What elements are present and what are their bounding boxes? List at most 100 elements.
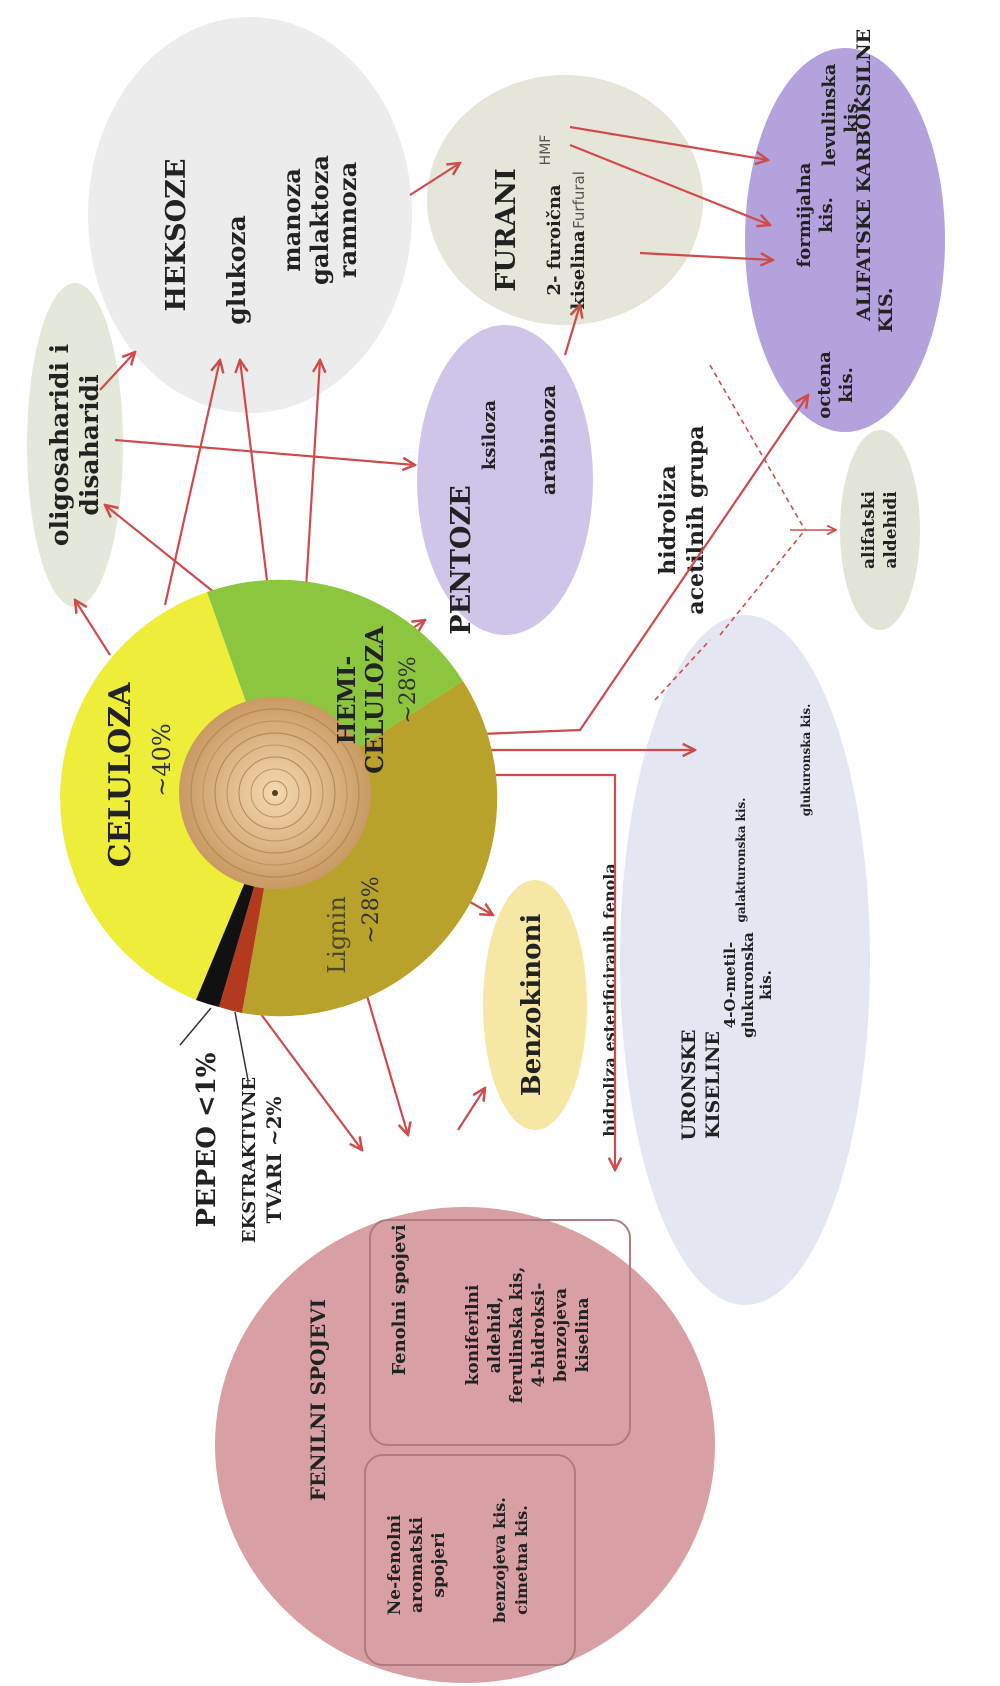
ash-and-extractives-labels: PEPEO <1% EKSTRAKTIVNE TVARI ~2% <box>179 1007 286 1243</box>
glucuronic-acid-label: glukuronska kis. <box>799 704 813 817</box>
phenolic-item-1: koniferilni <box>463 1284 483 1385</box>
phenyl-compounds-bubble: FENILNI SPOJEVI Fenolni spojevi koniferi… <box>215 1207 715 1683</box>
hexoses-title: HEKSOZE <box>161 159 192 312</box>
wood-composition-disc: CELULOZA ~40% HEMI- CELULOZA ~28% Lignin… <box>60 579 498 1017</box>
dashed-line-uronic-to-aldehydes <box>719 529 806 636</box>
phenolic-title: Fenolni spojevi <box>389 1224 410 1376</box>
phenolic-item-4: 4-hidroksi- <box>529 1283 549 1388</box>
acetic-acid-label-1: octena <box>814 351 835 419</box>
uronic-acids-title-2: KISELINE <box>702 1031 724 1139</box>
aliphatic-aldehydes-ellipse <box>840 430 920 630</box>
uronic-acids-title-1: URONSKE <box>678 1030 700 1141</box>
pentoses-bubble: PENTOZE ksiloza arabinoza <box>417 325 593 635</box>
oligosaccharides-label-1: oligosaharidi i <box>45 344 74 546</box>
uronic-acids-ellipse <box>620 615 870 1305</box>
non-phenolic-title-2: aromatski <box>407 1516 427 1613</box>
aliphatic-acids-title-1: ALIFATSKE KARBOKSILNE <box>853 29 875 322</box>
benzoquinones-label: Benzokinoni <box>517 914 547 1097</box>
dashed-links <box>654 364 836 701</box>
acetyl-hydrolysis-line-1: hidroliza <box>655 465 681 574</box>
hemicellulose-label-2: CELULOZA <box>360 626 389 774</box>
arrow-hemicellulose-to-hexoses <box>303 360 320 606</box>
cellulose-percent: ~40% <box>148 723 176 796</box>
acetyl-hydrolysis-line-2: acetilnih grupa <box>683 425 709 614</box>
levulinic-acid-label-1: levulinska <box>819 63 840 166</box>
arrow-hmf-to-levulinic <box>569 125 768 160</box>
phenolic-box <box>369 1219 631 1446</box>
hexoses-bubble: HEKSOZE glukoza manoza galaktoza ramnoza <box>88 17 412 413</box>
lignin-slice <box>242 681 498 1017</box>
hmf-label: HMF <box>538 135 554 166</box>
non-phenolic-item-1: benzojeva kis. <box>490 1497 509 1623</box>
levulinic-acid-label-2: kis. <box>841 97 862 133</box>
mannose-label: manoza <box>277 168 306 272</box>
aliphatic-acids-title-2: KIS. <box>875 287 897 332</box>
non-phenolic-box <box>364 1454 576 1666</box>
benzoquinones-ellipse <box>483 880 587 1130</box>
dashed-line-acetic-to-aldehydes <box>709 364 806 531</box>
formic-acid-label-1: formijalna <box>794 162 815 267</box>
arrow-hemicellulose-to-glucose <box>240 360 272 606</box>
extractives-label-2: TVARI ~2% <box>262 1097 286 1224</box>
oligosaccharides-label-2: disaharidi <box>75 374 104 515</box>
non-phenolic-title-1: Ne-fenolni <box>385 1514 405 1615</box>
phenolic-item-3: ferulinska kis, <box>507 1267 527 1404</box>
phenol-ester-hydrolysis-label: hidroliza esterificiranih fenola <box>600 863 619 1136</box>
pentoses-title: PENTOZE <box>446 485 477 634</box>
pentoses-ellipse <box>417 325 593 635</box>
aliphatic-aldehydes-bubble: alifatski aldehidi <box>840 430 920 630</box>
wood-cross-section <box>179 697 371 889</box>
hemicellulose-label-1: HEMI- <box>332 656 361 745</box>
non-phenolic-title-3: spojeri <box>429 1532 449 1598</box>
formic-acid-label-2: kis. <box>816 197 837 233</box>
arrow-phenyl-to-benzoquinones <box>457 1088 485 1131</box>
xylose-label: ksiloza <box>479 400 500 471</box>
arrow-pentoses-to-furans <box>563 305 580 356</box>
ash-leader-line <box>179 1007 212 1046</box>
lignin-percent: ~28% <box>359 876 384 943</box>
furfural-label: Furfural <box>570 171 588 229</box>
arrow-oligosaccharides-to-hexoses <box>99 352 135 391</box>
arrow-hmf-to-formic <box>569 143 770 225</box>
phenyl-compounds-title: FENILNI SPOJEVI <box>306 1299 330 1501</box>
glucose-label: glukoza <box>222 215 251 325</box>
arrow-cellulose-to-oligosaccharides <box>75 600 111 656</box>
cellulose-slice <box>60 592 281 1000</box>
arabinose-label: arabinoza <box>536 385 560 495</box>
aliphatic-acids-ellipse <box>745 48 945 432</box>
aliphatic-aldehydes-label-1: alifatski <box>859 490 879 568</box>
acetyl-hydrolysis-label: hidroliza acetilnih grupa <box>655 425 709 614</box>
uronic-acids-bubble: glukuronska kis. galakturonska kis. 4-O-… <box>620 615 870 1305</box>
oligosaccharides-bubble: oligosaharidi i disaharidi <box>27 283 123 607</box>
rhamnose-label: ramnoza <box>333 162 362 278</box>
arrows <box>75 125 808 1170</box>
methylglucuronic-acid-label-1: 4-O-metil- <box>721 942 739 1028</box>
aliphatic-aldehydes-label-2: aldehidi <box>881 491 901 569</box>
hemicellulose-percent: ~28% <box>396 656 421 723</box>
arrow-oligosaccharides-to-pentoses <box>114 438 415 465</box>
galacturonic-acid-label: galakturonska kis. <box>734 798 748 923</box>
arrow-hemicellulose-to-phenyl <box>460 773 615 1170</box>
cellulose-label: CELULOZA <box>103 682 138 867</box>
non-phenolic-item-2: cimetna kis. <box>512 1505 531 1615</box>
dashed-line-uronic <box>654 639 711 701</box>
arrow-hexoses-to-furans <box>409 163 460 196</box>
methylglucuronic-acid-label-3: kis. <box>757 970 775 1000</box>
phenolic-item-5: benzojeva <box>551 1288 571 1382</box>
extractives-label-1: EKSTRAKTIVNE <box>239 1077 260 1243</box>
aliphatic-acids-bubble: formijalna kis. levulinska kis. ALIFATSK… <box>745 29 945 432</box>
arrow-cellulose-to-glucose <box>163 360 220 606</box>
phenol-ester-hydrolysis-text: hidroliza esterificiranih fenola <box>600 863 619 1136</box>
arrow-furfural-to-formic <box>639 251 773 260</box>
oligosaccharides-ellipse <box>27 283 123 607</box>
arrow-hemicellulose-to-acetic <box>454 395 808 737</box>
methylglucuronic-acid-label-2: glukuronska <box>739 932 757 1038</box>
furans-ellipse <box>427 75 703 325</box>
ash-label: PEPEO <1% <box>192 1052 222 1227</box>
arrow-extractives-to-phenyl <box>242 989 362 1150</box>
phenolic-item-2: aldehid, <box>485 1297 505 1374</box>
lignin-label: Lignin <box>323 896 351 974</box>
galactose-label: galaktoza <box>305 155 334 285</box>
extractives-leader-line <box>234 1011 249 1081</box>
